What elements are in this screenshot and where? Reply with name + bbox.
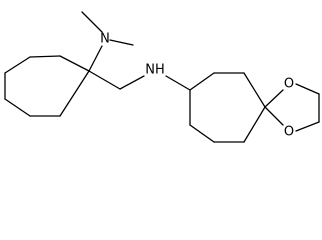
bond <box>295 83 320 95</box>
bond <box>189 72 215 91</box>
bond <box>295 121 320 132</box>
bond <box>243 72 266 108</box>
bond <box>165 75 191 91</box>
bond <box>119 75 145 90</box>
bond <box>4 56 31 74</box>
bond <box>59 55 90 72</box>
bond <box>243 106 266 143</box>
bond <box>29 55 61 58</box>
bond <box>88 70 121 90</box>
bond <box>88 45 103 72</box>
methylene-linker: NH <box>88 63 191 91</box>
left-cyclohexane-ring <box>4 55 90 117</box>
bond <box>81 11 103 33</box>
oxygen-label-upper: O <box>284 77 294 92</box>
chemical-structure: N NH O O <box>4 11 320 143</box>
amine-nh-label: NH <box>145 63 165 78</box>
dimethylamino-group: N <box>81 11 134 72</box>
oxygen-label-lower: O <box>284 125 294 140</box>
bond <box>264 89 284 108</box>
right-cyclohexane-ring <box>189 72 266 143</box>
bond <box>264 106 284 126</box>
bond <box>189 124 215 143</box>
bond <box>109 39 134 46</box>
nitrogen-label: N <box>100 32 110 47</box>
bond <box>4 98 31 117</box>
bond <box>59 70 90 117</box>
dioxolane-ring: O O <box>264 77 320 140</box>
